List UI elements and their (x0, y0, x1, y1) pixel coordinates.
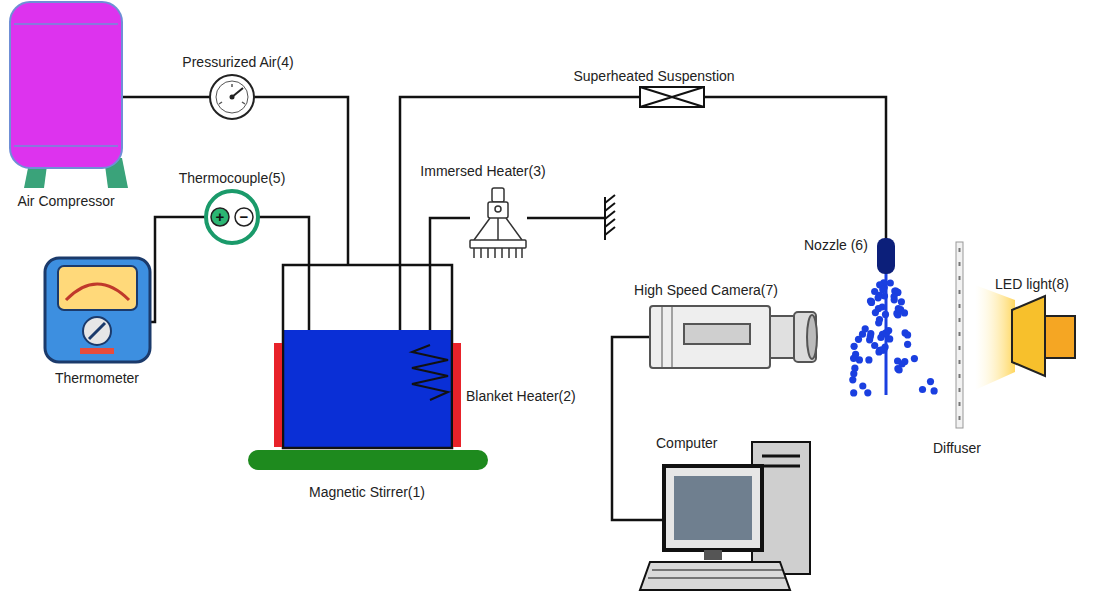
droplet (877, 334, 884, 341)
droplet (868, 298, 875, 305)
droplet (875, 305, 882, 312)
droplet (901, 309, 908, 316)
part-label: Air Compressor (17, 193, 114, 209)
droplet (931, 387, 938, 394)
droplet (904, 331, 911, 338)
part-label: Thermometer (55, 370, 139, 386)
droplet (904, 341, 911, 348)
droplet (919, 386, 926, 393)
droplet (867, 333, 874, 340)
droplet (895, 305, 902, 312)
droplet (867, 298, 874, 305)
diffuser (956, 242, 963, 428)
droplet (879, 286, 886, 293)
droplet (865, 356, 872, 363)
led-light (975, 285, 1075, 390)
droplet (859, 382, 866, 389)
computer (640, 442, 810, 590)
droplet (927, 378, 934, 385)
droplet (911, 355, 918, 362)
pressure-gauge (210, 75, 254, 119)
droplet (898, 298, 905, 305)
part-label: High Speed Camera(7) (634, 282, 778, 298)
droplet (855, 336, 862, 343)
droplet (871, 288, 878, 295)
droplet (849, 376, 856, 383)
part-label: Blanket Heater(2) (466, 388, 576, 404)
immersed-heater (470, 188, 526, 258)
high-speed-camera (650, 306, 817, 368)
droplet (850, 370, 857, 377)
part-label: Magnetic Stirrer(1) (309, 484, 425, 500)
part-label: LED light(8) (995, 276, 1069, 292)
part-label: Superheated Suspenstion (573, 68, 734, 84)
valve-symbol (640, 87, 704, 107)
spray-droplets (849, 279, 938, 396)
droplet (891, 293, 898, 300)
thermometer (45, 258, 150, 362)
polarity-sign: − (240, 209, 249, 225)
thermocouple (206, 191, 258, 243)
droplet (887, 279, 894, 286)
beaker (248, 265, 488, 470)
droplet (862, 325, 869, 332)
droplet (850, 389, 857, 396)
part-label: Thermocouple(5) (179, 170, 286, 186)
part-label: Immersed Heater(3) (420, 163, 545, 179)
part-label: Diffuser (933, 440, 981, 456)
droplet (851, 343, 858, 350)
droplet (852, 351, 859, 358)
air-compressor (10, 2, 128, 188)
polarity-sign: + (216, 209, 225, 225)
droplet (882, 311, 889, 318)
droplet (875, 294, 882, 301)
ground-symbol (605, 195, 615, 240)
part-label: Computer (656, 435, 717, 451)
part-label: Pressurized Air(4) (182, 54, 293, 70)
droplet (864, 389, 871, 396)
droplet (898, 360, 905, 367)
droplet (881, 292, 888, 299)
droplet (871, 342, 878, 349)
droplet (876, 316, 883, 323)
part-label: Nozzle (6) (804, 237, 868, 253)
droplet (880, 347, 887, 354)
